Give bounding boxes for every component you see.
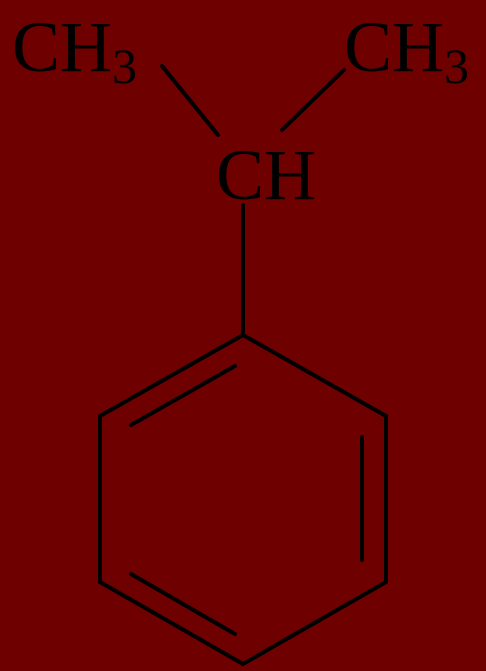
methyl-right-subscript: 3 <box>444 38 469 94</box>
ring-double-bond-top-left <box>129 364 237 427</box>
benzene-ring <box>98 333 388 666</box>
methine-label: CH <box>216 135 316 215</box>
ring-bond-top-right <box>241 333 388 418</box>
methyl-right-label: CH3 <box>344 7 469 94</box>
methyl-left-label: CH3 <box>12 7 137 94</box>
methyl-left-subscript: 3 <box>112 38 137 94</box>
bond-methyl-right <box>280 68 346 132</box>
ring-bond-bottom-right <box>241 580 388 666</box>
ring-double-bond-bottom-left <box>129 572 237 636</box>
ring-bond-bottom-left <box>98 580 245 666</box>
methyl-left-main: CH <box>12 7 112 87</box>
bond-methyl-left <box>160 64 220 137</box>
ring-bond-top-left <box>98 333 245 418</box>
methyl-right-main: CH <box>344 7 444 87</box>
